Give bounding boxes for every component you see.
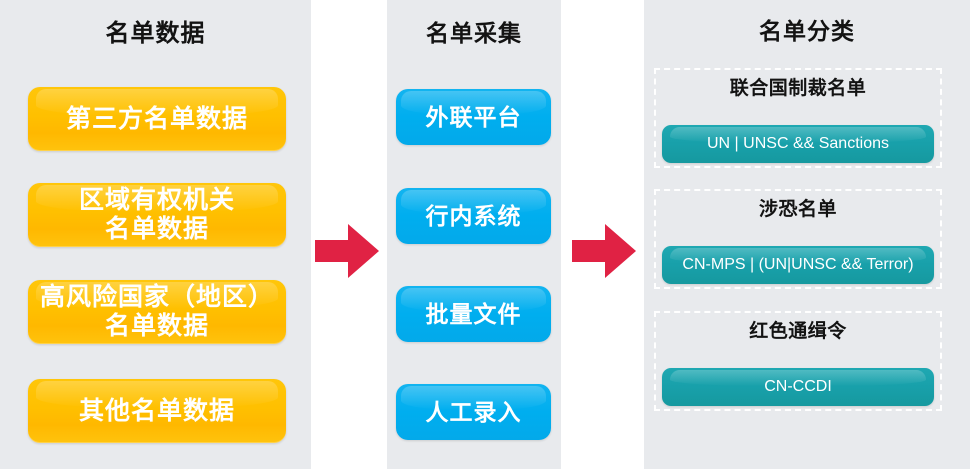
collection-item-batch-file[interactable]: 批量文件 <box>396 286 551 342</box>
classification-item-terror[interactable]: CN-MPS | (UN|UNSC && Terror) <box>662 246 934 284</box>
source-item-label: 高风险国家（地区） 名单数据 <box>39 283 274 340</box>
arrow-source-to-collection <box>315 222 379 280</box>
collection-item-label: 行内系统 <box>425 202 522 229</box>
classification-group-title: 涉恐名单 <box>758 199 837 220</box>
right-arrow-icon <box>315 224 379 278</box>
collection-item-manual-entry[interactable]: 人工录入 <box>396 384 551 440</box>
source-item-label: 区域有权机关 名单数据 <box>78 186 235 243</box>
classification-group-title: 联合国制裁名单 <box>729 78 867 99</box>
source-item-label: 其他名单数据 <box>78 396 235 425</box>
classification-item-label: UN | UNSC && Sanctions <box>707 134 889 152</box>
collection-item-label: 人工录入 <box>425 398 522 425</box>
classification-group-red-notice: 红色通缉令 <box>654 311 942 411</box>
classification-group-title: 红色通缉令 <box>749 321 847 342</box>
classification-item-red-notice[interactable]: CN-CCDI <box>662 368 934 406</box>
collection-item-label: 外联平台 <box>425 103 522 130</box>
classification-group-un-sanctions: 联合国制裁名单 <box>654 68 942 168</box>
classification-item-label: CN-MPS | (UN|UNSC && Terror) <box>682 255 914 273</box>
classification-item-label: CN-CCDI <box>764 377 832 395</box>
classification-item-un-sanctions[interactable]: UN | UNSC && Sanctions <box>662 125 934 163</box>
right-arrow-icon <box>572 224 636 278</box>
panel-source-title: 名单数据 <box>105 20 206 47</box>
source-item-label: 第三方名单数据 <box>65 104 248 133</box>
source-item-third-party[interactable]: 第三方名单数据 <box>28 87 286 151</box>
source-item-regional-authority[interactable]: 区域有权机关 名单数据 <box>28 183 286 247</box>
classification-group-terror: 涉恐名单 <box>654 189 942 289</box>
collection-item-internal-system[interactable]: 行内系统 <box>396 188 551 244</box>
arrow-collection-to-classification <box>572 222 636 280</box>
source-item-other[interactable]: 其他名单数据 <box>28 379 286 443</box>
panel-classification-title: 名单分类 <box>759 18 855 44</box>
source-item-high-risk-country[interactable]: 高风险国家（地区） 名单数据 <box>28 280 286 344</box>
collection-item-external-platform[interactable]: 外联平台 <box>396 89 551 145</box>
panel-collection-title: 名单采集 <box>426 20 522 46</box>
collection-item-label: 批量文件 <box>425 300 522 327</box>
